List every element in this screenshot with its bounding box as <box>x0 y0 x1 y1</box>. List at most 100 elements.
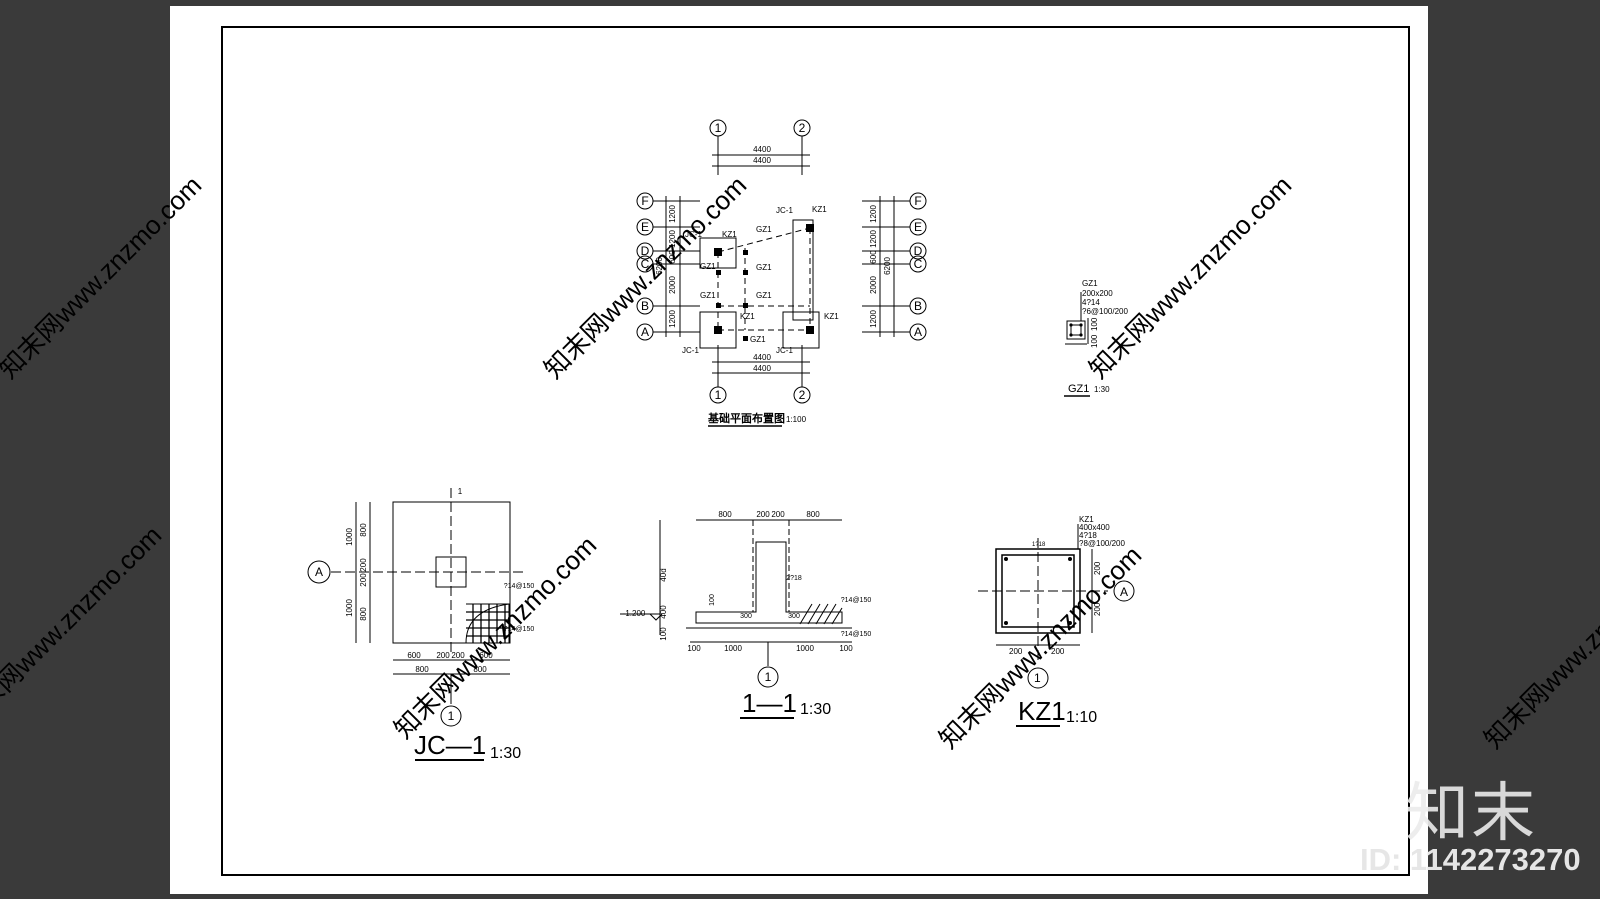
svg-text:1200: 1200 <box>668 230 677 248</box>
svg-text:600: 600 <box>668 250 677 264</box>
svg-text:6200: 6200 <box>883 257 892 275</box>
section-scale: 1:30 <box>800 701 831 718</box>
kz1-axis-bottom: 1 <box>1034 671 1041 685</box>
svg-text:?14@150: ?14@150 <box>504 583 535 590</box>
svg-text:200: 200 <box>436 651 450 660</box>
svg-text:6200: 6200 <box>655 257 664 275</box>
svg-text:100: 100 <box>709 594 716 606</box>
plan-dim-bottom-2: 4400 <box>753 364 771 373</box>
svg-text:1000: 1000 <box>345 599 354 617</box>
kz1-scale: 1:10 <box>1066 709 1097 726</box>
svg-text:100: 100 <box>1090 317 1099 331</box>
svg-text:200: 200 <box>771 510 785 519</box>
svg-text:1000: 1000 <box>796 644 814 653</box>
svg-text:800: 800 <box>415 665 429 674</box>
svg-text:1200: 1200 <box>668 205 677 223</box>
gz1-dot-marks <box>1069 323 1083 337</box>
svg-text:GZ1: GZ1 <box>750 335 766 344</box>
gz1-notes: GZ1 200x200 4?14 ?6@100/200 100 100 <box>1082 279 1128 348</box>
svg-text:400x400: 400x400 <box>1079 523 1110 532</box>
svg-text:4?14: 4?14 <box>1082 298 1100 307</box>
svg-text:JC-1: JC-1 <box>685 230 702 239</box>
svg-text:300: 300 <box>788 613 800 620</box>
svg-text:GZ1: GZ1 <box>1082 279 1098 288</box>
svg-text:200: 200 <box>1093 561 1102 575</box>
kz1-texts: KZ1 400x400 4?18 ?8@100/200 1?18 200 200… <box>1009 515 1128 685</box>
svg-text:300: 300 <box>740 613 752 620</box>
svg-text:600: 600 <box>869 250 878 264</box>
plan-axis-col-1-top: 1 <box>715 121 722 135</box>
svg-text:F: F <box>914 194 921 208</box>
svg-text:1200: 1200 <box>869 310 878 328</box>
svg-text:GZ1: GZ1 <box>756 291 772 300</box>
plan-dimension-texts: 4400 4400 4400 4400 1200 1200 600 2000 1… <box>655 145 892 373</box>
sheet-border <box>221 26 1410 876</box>
column-marks <box>714 224 814 341</box>
svg-text:GZ1: GZ1 <box>756 263 772 272</box>
jc1-section-mark: 1 <box>458 487 463 496</box>
jc1-detail <box>307 488 525 727</box>
plan-dim-top-2: 4400 <box>753 156 771 165</box>
watermark-layer: 知末网www.znzmo.com 知末网www.znzmo.com 知末网www… <box>0 170 1600 754</box>
svg-text:200: 200 <box>451 651 465 660</box>
plan-dim-top-1: 4400 <box>753 145 771 154</box>
plan-title: 基础平面布置图 <box>707 411 785 425</box>
gz1-detail <box>1065 292 1089 345</box>
svg-text:A: A <box>641 325 649 339</box>
drawing-sheet <box>170 6 1428 894</box>
svg-text:D: D <box>914 244 923 258</box>
svg-text:200x200: 200x200 <box>1082 289 1113 298</box>
svg-text:1200: 1200 <box>869 205 878 223</box>
svg-text:GZ1: GZ1 <box>700 291 716 300</box>
svg-text:知末网www.znzmo.com: 知末网www.znzmo.com <box>0 520 167 734</box>
svg-text:800: 800 <box>718 510 732 519</box>
svg-text:200: 200 <box>756 510 770 519</box>
svg-text:600: 600 <box>479 651 493 660</box>
svg-text:D: D <box>641 244 650 258</box>
svg-text:GZ1: GZ1 <box>756 225 772 234</box>
svg-text:800: 800 <box>359 523 368 537</box>
svg-text:KZ1: KZ1 <box>740 312 755 321</box>
svg-text:1000: 1000 <box>345 528 354 546</box>
svg-text:知末网www.znzmo.com: 知末网www.znzmo.com <box>388 530 602 744</box>
gz1-title: GZ1 <box>1068 383 1089 395</box>
svg-text:800: 800 <box>806 510 820 519</box>
watermark-brand: 知末 <box>1405 777 1537 851</box>
svg-text:知末网www.znzmo.com: 知末网www.znzmo.com <box>0 170 207 384</box>
svg-text:F: F <box>641 194 648 208</box>
gz1-scale: 1:30 <box>1094 385 1110 394</box>
svg-text:?6@100/200: ?6@100/200 <box>1082 307 1128 316</box>
svg-text:?14@150: ?14@150 <box>841 597 872 604</box>
section-axis-bottom: 1 <box>765 670 772 684</box>
svg-text:JC-1: JC-1 <box>682 346 699 355</box>
svg-text:100: 100 <box>687 644 701 653</box>
kz1-axis-right: A <box>1120 585 1128 599</box>
svg-text:200: 200 <box>359 573 368 587</box>
section-elevation: -1.200 <box>623 609 646 618</box>
plan-axis-col-2-bottom: 2 <box>799 388 806 402</box>
svg-text:1000: 1000 <box>724 644 742 653</box>
plan-member-labels: JC-1 KZ1 GZ1 JC-1 KZ1 GZ1 GZ1 GZ1 GZ1 KZ… <box>682 205 839 355</box>
svg-text:2000: 2000 <box>869 276 878 294</box>
kz1-bar-dots <box>1004 557 1072 625</box>
svg-text:?14@150: ?14@150 <box>841 631 872 638</box>
jc1-axis-label: A <box>315 565 323 579</box>
svg-text:200: 200 <box>359 558 368 572</box>
svg-text:KZ1: KZ1 <box>812 205 827 214</box>
svg-text:800: 800 <box>473 665 487 674</box>
svg-text:40d: 40d <box>659 568 668 581</box>
svg-text:4?18: 4?18 <box>1079 531 1097 540</box>
svg-text:A: A <box>914 325 922 339</box>
svg-text:?14@150: ?14@150 <box>504 626 535 633</box>
svg-text:200: 200 <box>1051 647 1065 656</box>
svg-text:KZ1: KZ1 <box>722 230 737 239</box>
section-texts: 800 200 200 800 40d 400 100 -1.200 100 1… <box>623 510 872 684</box>
svg-text:200: 200 <box>1009 647 1023 656</box>
svg-text:100: 100 <box>1090 334 1099 348</box>
section-title: 1—1 <box>742 688 797 718</box>
svg-text:200: 200 <box>1093 602 1102 616</box>
svg-text:800: 800 <box>359 607 368 621</box>
watermark-id: ID: 1142273270 <box>1360 842 1581 877</box>
svg-text:E: E <box>914 220 922 234</box>
